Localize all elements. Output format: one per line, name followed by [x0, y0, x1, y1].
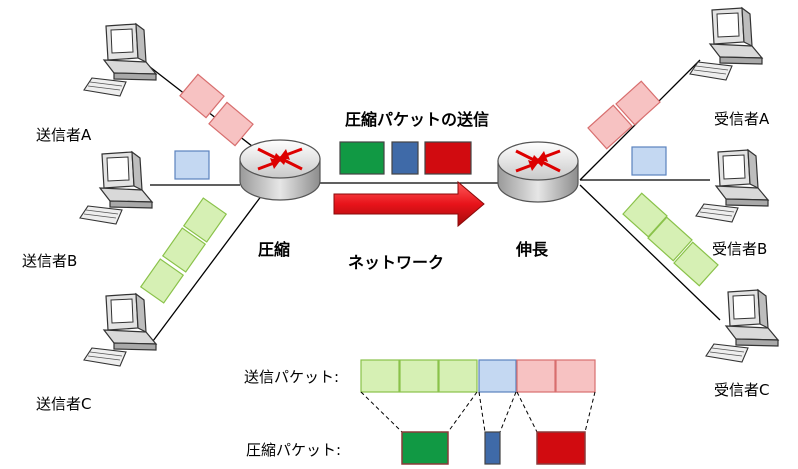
diagram-title: 圧縮パケットの送信 — [345, 110, 490, 129]
receiver-b-packet — [631, 146, 667, 176]
sender-a-label: 送信者A — [36, 126, 92, 144]
mapping-lines — [360, 391, 596, 433]
transit-packet-red — [424, 141, 472, 175]
network-label: ネットワーク — [348, 253, 445, 272]
receiver-c-packets — [622, 192, 719, 287]
compress-router-icon — [238, 138, 322, 202]
transit-packet-blue — [391, 141, 419, 175]
receiver-b-label: 受信者B — [712, 240, 768, 258]
decompress-router-icon — [496, 140, 580, 204]
sender-b-label: 送信者B — [22, 252, 78, 270]
sender-c-packets — [139, 197, 228, 304]
receiver-a-computer-icon — [689, 7, 763, 81]
sent-packets-label: 送信パケット: — [244, 368, 340, 386]
compressed-packet-blue — [484, 431, 501, 465]
decompress-label: 伸長 — [516, 240, 549, 259]
transit-packet-green — [339, 141, 385, 175]
receiver-a-packets — [587, 80, 661, 150]
sender-a-packets — [179, 73, 254, 147]
sender-b-computer-icon — [79, 151, 153, 225]
compressed-packet-green — [401, 431, 449, 465]
compressed-packets-label: 圧縮パケット: — [246, 441, 342, 459]
compressed-packet-red — [536, 431, 586, 465]
receiver-c-label: 受信者C — [714, 381, 770, 399]
sender-c-label: 送信者C — [36, 395, 92, 413]
compress-label: 圧縮 — [258, 240, 291, 259]
receiver-a-label: 受信者A — [714, 110, 770, 128]
receiver-b-computer-icon — [695, 149, 769, 223]
sender-c-computer-icon — [83, 293, 157, 367]
receiver-c-computer-icon — [705, 289, 779, 363]
sender-a-computer-icon — [83, 23, 157, 97]
transfer-arrow-icon — [333, 180, 485, 228]
sent-packets-row — [360, 359, 596, 393]
sender-b-packet — [174, 150, 210, 180]
